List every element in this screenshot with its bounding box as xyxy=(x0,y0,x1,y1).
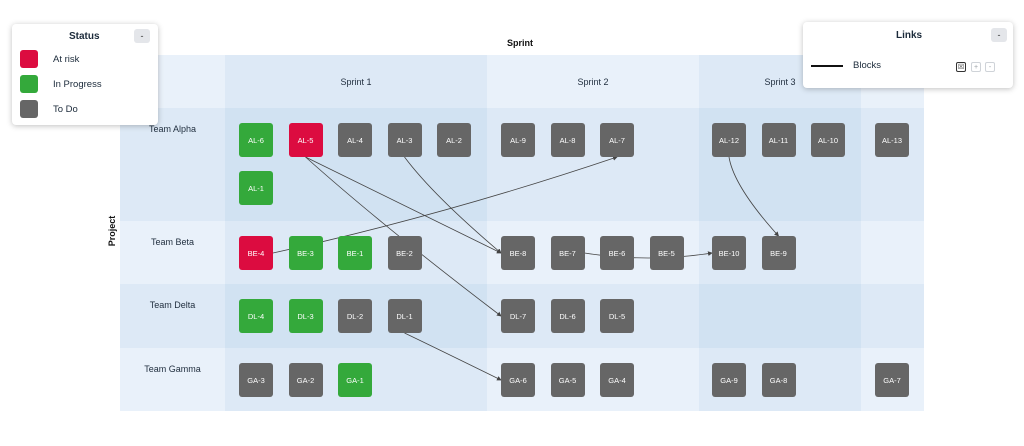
issue-card[interactable]: GA-3 xyxy=(239,363,273,397)
issue-card[interactable]: BE-10 xyxy=(712,236,746,270)
status-legend-item: In Progress xyxy=(20,75,102,93)
status-panel: Status - At risk In Progress To Do xyxy=(12,24,158,125)
status-legend-item: To Do xyxy=(20,100,78,118)
issue-card[interactable]: BE-7 xyxy=(550,236,585,270)
issue-card[interactable]: AL-11 xyxy=(761,123,796,157)
issue-card[interactable]: DL-4 xyxy=(239,299,273,333)
link-type-label: Blocks xyxy=(853,60,881,71)
link-collapse-button[interactable]: - xyxy=(985,62,995,72)
issue-card[interactable]: AL-9 xyxy=(501,123,535,157)
swimlane-cell xyxy=(699,284,861,348)
link-toggle-checkbox[interactable]: ☒ xyxy=(956,62,966,72)
issue-card[interactable]: BE-4 xyxy=(239,236,273,270)
issue-card[interactable]: BE-1 xyxy=(338,236,372,270)
status-label: To Do xyxy=(53,103,78,115)
status-panel-title: Status xyxy=(69,31,100,42)
issue-card[interactable]: GA-4 xyxy=(600,363,634,397)
issue-card[interactable]: AL-1 xyxy=(239,171,273,205)
issue-card[interactable]: GA-8 xyxy=(761,363,796,397)
issue-card[interactable]: AL-13 xyxy=(875,123,909,157)
issue-card[interactable]: BE-6 xyxy=(600,236,634,270)
row-label: Team Delta xyxy=(149,300,196,310)
issue-card[interactable]: AL-5 xyxy=(288,123,323,157)
status-swatch xyxy=(20,100,38,118)
link-type-row: Blocks ☒ + - xyxy=(811,60,1006,74)
project-axis-title: Project xyxy=(107,215,117,247)
issue-card[interactable]: GA-7 xyxy=(875,363,909,397)
row-header: Team Alpha xyxy=(120,108,225,221)
issue-card[interactable]: BE-9 xyxy=(761,236,796,270)
row-label: Team Alpha xyxy=(148,124,197,134)
column-header: Sprint 1 xyxy=(225,55,487,108)
issue-card[interactable]: GA-2 xyxy=(288,363,323,397)
swimlane-cell xyxy=(861,284,924,348)
issue-card[interactable]: GA-6 xyxy=(501,363,535,397)
links-panel: Links - Blocks ☒ + - xyxy=(803,22,1013,88)
issue-card[interactable]: BE-2 xyxy=(387,236,422,270)
links-panel-title: Links xyxy=(896,30,923,41)
issue-card[interactable]: AL-2 xyxy=(437,123,471,157)
status-label: At risk xyxy=(53,53,80,65)
issue-card[interactable]: DL-6 xyxy=(550,299,585,333)
status-label: In Progress xyxy=(53,78,102,90)
issue-card[interactable]: DL-1 xyxy=(387,299,422,333)
row-header: Team Gamma xyxy=(120,348,225,411)
issue-card[interactable]: AL-12 xyxy=(712,123,746,157)
issue-card[interactable]: AL-10 xyxy=(811,123,845,157)
row-header: Team Beta xyxy=(120,221,225,284)
issue-card[interactable]: DL-7 xyxy=(501,299,535,333)
column-header: Sprint 2 xyxy=(487,55,699,108)
issue-card[interactable]: BE-3 xyxy=(288,236,323,270)
issue-card[interactable]: GA-1 xyxy=(338,363,372,397)
row-header: Team Delta xyxy=(120,284,225,348)
status-legend-item: At risk xyxy=(20,50,79,68)
status-swatch xyxy=(20,50,38,68)
issue-card[interactable]: GA-9 xyxy=(712,363,746,397)
sprint-axis-title: Sprint xyxy=(507,38,533,48)
row-label: Team Gamma xyxy=(144,364,201,374)
issue-card[interactable]: DL-3 xyxy=(288,299,323,333)
links-panel-minimize-button[interactable]: - xyxy=(991,28,1007,42)
issue-card[interactable]: BE-8 xyxy=(501,236,535,270)
row-label: Team Beta xyxy=(150,237,195,247)
issue-card[interactable]: DL-5 xyxy=(600,299,634,333)
issue-card[interactable]: AL-7 xyxy=(600,123,634,157)
swimlane-cell xyxy=(861,221,924,284)
blocks-line-icon xyxy=(811,65,843,67)
issue-card[interactable]: GA-5 xyxy=(550,363,585,397)
issue-card[interactable]: AL-3 xyxy=(387,123,422,157)
status-swatch xyxy=(20,75,38,93)
status-panel-minimize-button[interactable]: - xyxy=(134,29,150,43)
issue-card[interactable]: AL-8 xyxy=(550,123,585,157)
issue-card[interactable]: DL-2 xyxy=(338,299,372,333)
issue-card[interactable]: AL-4 xyxy=(338,123,372,157)
link-expand-button[interactable]: + xyxy=(971,62,981,72)
issue-card[interactable]: AL-6 xyxy=(239,123,273,157)
issue-card[interactable]: BE-5 xyxy=(649,236,684,270)
